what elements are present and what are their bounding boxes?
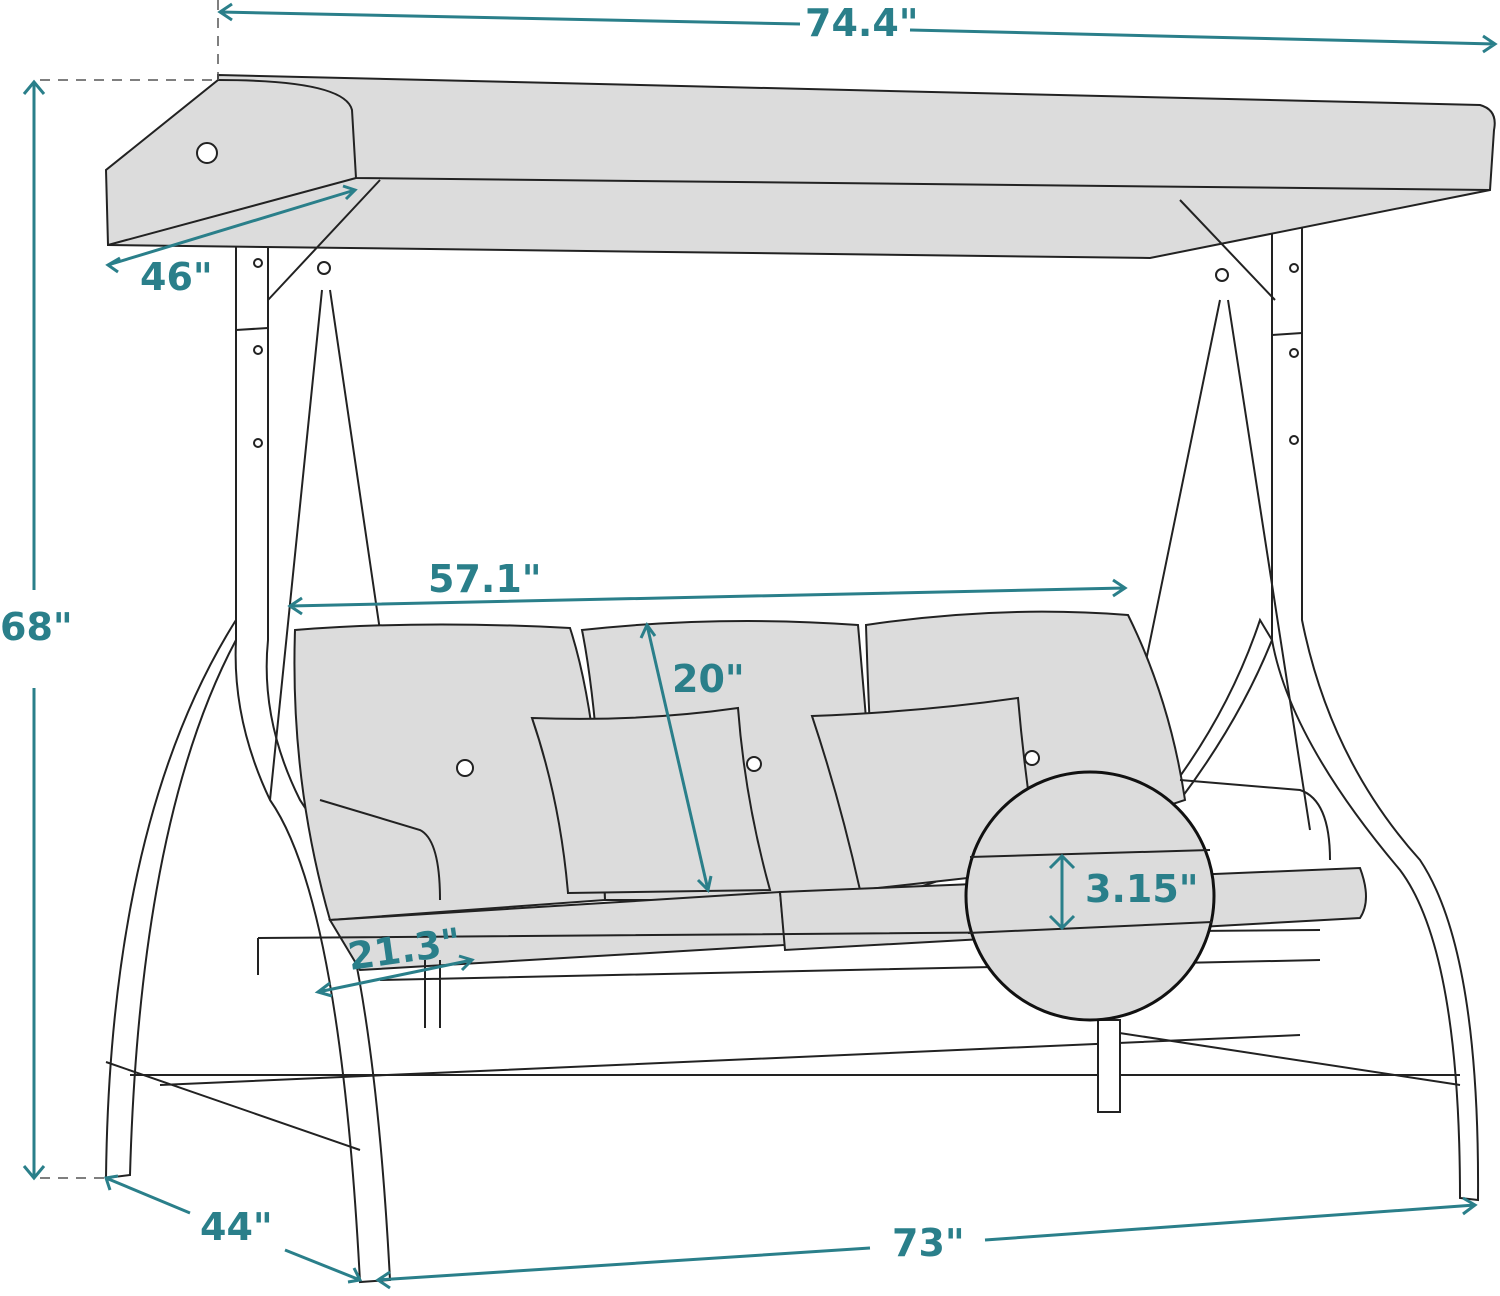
seat-width-label: 57.1": [428, 557, 542, 601]
overall-height-label: 68": [0, 605, 73, 649]
canopy: [104, 73, 1496, 301]
backrest-height-label: 20": [672, 657, 745, 701]
base-depth-label: 44": [200, 1205, 273, 1249]
hanging-ropes: [269, 261, 1311, 836]
canopy-depth-label: 46": [140, 255, 213, 299]
canopy-width-label: 74.4": [805, 1, 919, 45]
cushion-thickness-label: 3.15": [1085, 867, 1199, 911]
dimension-lines: [22, 0, 1498, 1290]
cushion-detail-callout: [964, 770, 1216, 1022]
base-width-label: 73": [892, 1221, 965, 1265]
frame: [104, 191, 1480, 1284]
